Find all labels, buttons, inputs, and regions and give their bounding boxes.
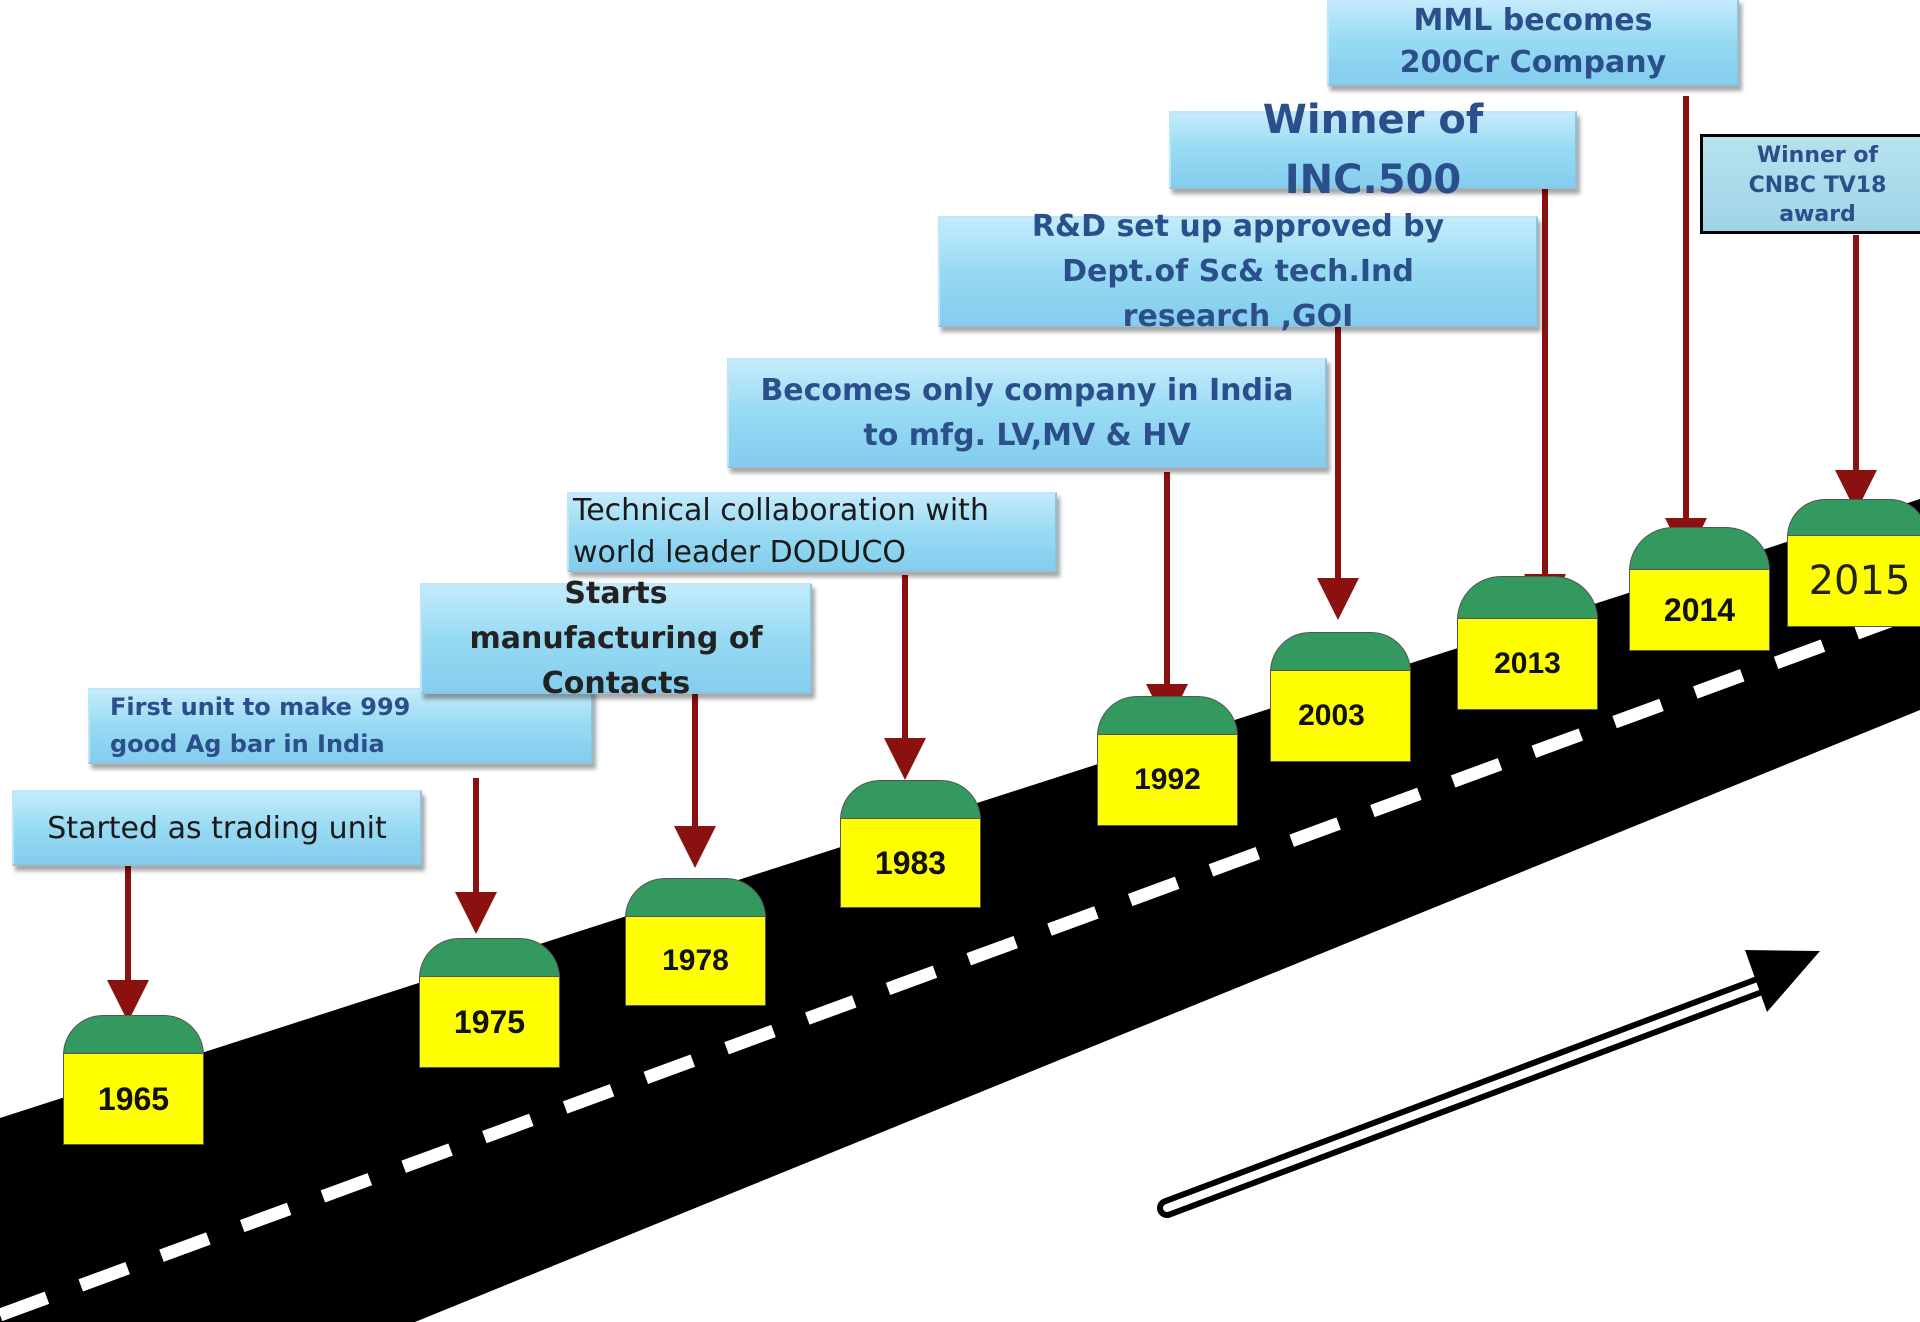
- event-label: Started as trading unit: [47, 810, 387, 846]
- event-box-1965: Started as trading unit: [12, 790, 422, 866]
- year-box-1992: 1992: [1097, 734, 1238, 826]
- event-box-2003: R&D set up approved by Dept.of Sc& tech.…: [938, 209, 1538, 334]
- year-label: 2003: [1298, 699, 1365, 732]
- event-label: MML becomes 200Cr Company: [1399, 3, 1667, 80]
- event-box-1992: Becomes only company in India to mfg. LV…: [727, 358, 1327, 468]
- event-box-1978: Starts manufacturing of Contacts: [420, 576, 812, 701]
- event-label: R&D set up approved by Dept.of Sc& tech.…: [1031, 209, 1445, 334]
- marker-dome: [63, 1015, 204, 1055]
- year-label: 1975: [453, 1003, 526, 1040]
- event-label: Winner of CNBC TV18 award: [1748, 143, 1887, 228]
- marker-dome: [1097, 696, 1238, 736]
- event-box-2014: MML becomes 200Cr Company: [1327, 0, 1739, 86]
- marker-dome: [1787, 499, 1920, 537]
- event-box-2013: Winner of INC.500: [1169, 97, 1577, 203]
- marker-dome: [625, 878, 766, 918]
- event-label: First unit to make 999 good Ag bar in In…: [110, 692, 411, 758]
- marker-dome: [1629, 527, 1770, 571]
- marker-dome: [419, 938, 560, 978]
- year-box-1975: 1975: [419, 976, 560, 1068]
- year-label: 1983: [874, 844, 947, 881]
- event-box-1975: First unit to make 999 good Ag bar in In…: [88, 688, 593, 764]
- direction-arrow-icon: [1157, 950, 1820, 1218]
- connector-arrows: [107, 96, 1877, 1022]
- event-box-1983: Technical collaboration with world leade…: [567, 492, 1057, 572]
- year-box-2003: 2003: [1270, 670, 1411, 762]
- year-box-2014: 2014: [1629, 569, 1770, 651]
- marker-dome: [840, 780, 981, 820]
- year-label: 1992: [1134, 763, 1201, 796]
- year-box-1978: 1978: [625, 916, 766, 1006]
- event-box-2015: Winner of CNBC TV18 award: [1700, 134, 1920, 234]
- year-label: 2015: [1808, 558, 1911, 604]
- year-box-2015: 2015: [1787, 535, 1920, 627]
- year-box-1965: 1965: [63, 1053, 204, 1145]
- year-label: 1965: [97, 1080, 170, 1117]
- year-label: 2013: [1494, 647, 1561, 680]
- year-box-1983: 1983: [840, 818, 981, 908]
- marker-dome: [1270, 632, 1411, 672]
- year-label: 1978: [662, 944, 729, 977]
- event-label: Technical collaboration with world leade…: [573, 493, 989, 570]
- event-label: Becomes only company in India to mfg. LV…: [760, 373, 1294, 453]
- year-label: 2014: [1663, 591, 1736, 628]
- marker-dome: [1457, 576, 1598, 620]
- road: [0, 499, 1920, 1322]
- event-label: Winner of INC.500: [1262, 97, 1484, 203]
- event-label: Starts manufacturing of Contacts: [469, 576, 763, 701]
- year-box-2013: 2013: [1457, 618, 1598, 710]
